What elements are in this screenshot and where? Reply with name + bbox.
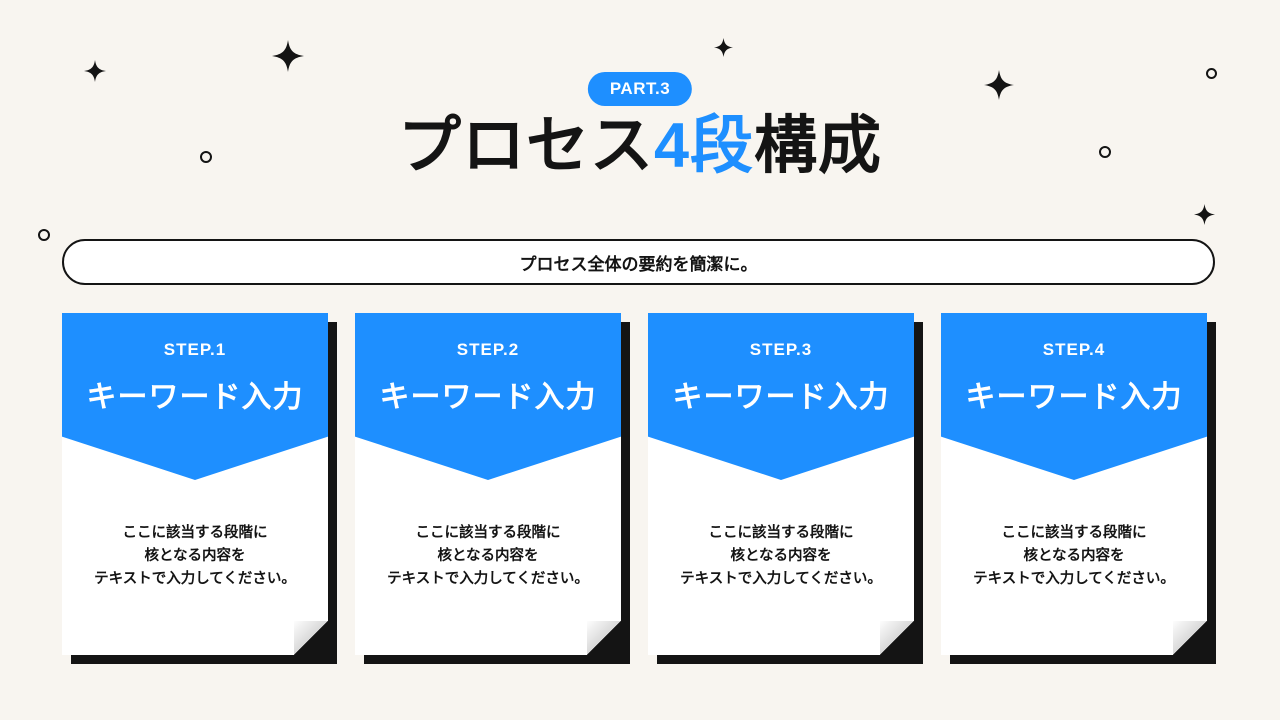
step-card-header: STEP.1 キーワード入力: [62, 313, 328, 480]
step-body-line: 核となる内容を: [144, 548, 246, 564]
sparkle-icon: [984, 70, 1014, 100]
step-body-line: ここに該当する段階に: [1001, 525, 1147, 541]
folded-corner-icon: [294, 621, 328, 655]
step-label: STEP.4: [1042, 340, 1106, 359]
steps-row: STEP.1 キーワード入力 ここに該当する段階に 核となる内容を テキストで入…: [62, 313, 1207, 655]
step-card-3: STEP.3 キーワード入力 ここに該当する段階に 核となる内容を テキストで入…: [648, 313, 914, 655]
step-keyword: キーワード入力: [86, 381, 304, 414]
step-card-4: STEP.4 キーワード入力 ここに該当する段階に 核となる内容を テキストで入…: [941, 313, 1207, 655]
title-highlight: 4段: [653, 111, 755, 181]
step-body-line: テキストで入力してください。: [973, 571, 1175, 587]
step-card-body: ここに該当する段階に 核となる内容を テキストで入力してください。: [355, 522, 621, 591]
ring-icon: [1099, 146, 1111, 158]
step-card-header: STEP.2 キーワード入力: [355, 313, 621, 480]
step-card-2: STEP.2 キーワード入力 ここに該当する段階に 核となる内容を テキストで入…: [355, 313, 621, 655]
step-label: STEP.1: [163, 340, 227, 359]
step-body-line: ここに該当する段階に: [415, 525, 561, 541]
title-prefix: プロセス: [397, 111, 654, 181]
part-badge: PART.3: [587, 72, 693, 106]
step-card-body: ここに該当する段階に 核となる内容を テキストで入力してください。: [648, 522, 914, 591]
sparkle-icon: [84, 60, 106, 82]
step-body-line: ここに該当する段階に: [708, 525, 854, 541]
step-body-line: 核となる内容を: [730, 548, 832, 564]
step-keyword: キーワード入力: [965, 381, 1183, 414]
folded-corner-icon: [880, 621, 914, 655]
page-title: プロセス4段構成: [0, 110, 1280, 182]
step-body-line: テキストで入力してください。: [680, 571, 882, 587]
step-keyword: キーワード入力: [379, 381, 597, 414]
step-card-header: STEP.4 キーワード入力: [941, 313, 1207, 480]
folded-corner-icon: [1173, 621, 1207, 655]
folded-corner-icon: [587, 621, 621, 655]
step-body-line: テキストで入力してください。: [94, 571, 296, 587]
step-body-line: 核となる内容を: [1023, 548, 1125, 564]
title-suffix: 構成: [754, 111, 883, 181]
step-keyword: キーワード入力: [672, 381, 890, 414]
step-card-header: STEP.3 キーワード入力: [648, 313, 914, 480]
summary-pill: プロセス全体の要約を簡潔に。: [62, 239, 1215, 285]
step-card-body: ここに該当する段階に 核となる内容を テキストで入力してください。: [941, 522, 1207, 591]
step-card-body: ここに該当する段階に 核となる内容を テキストで入力してください。: [62, 522, 328, 591]
sparkle-icon: [714, 38, 733, 57]
summary-text: プロセス全体の要約を簡潔に。: [519, 254, 758, 274]
step-card-1: STEP.1 キーワード入力 ここに該当する段階に 核となる内容を テキストで入…: [62, 313, 328, 655]
step-body-line: ここに該当する段階に: [122, 525, 268, 541]
step-label: STEP.2: [456, 340, 520, 359]
ring-icon: [1206, 68, 1217, 79]
sparkle-icon: [1194, 204, 1215, 225]
step-body-line: テキストで入力してください。: [387, 571, 589, 587]
ring-icon: [200, 151, 212, 163]
step-label: STEP.3: [749, 340, 813, 359]
ring-icon: [38, 229, 50, 241]
sparkle-icon: [272, 40, 304, 72]
step-body-line: 核となる内容を: [437, 548, 539, 564]
